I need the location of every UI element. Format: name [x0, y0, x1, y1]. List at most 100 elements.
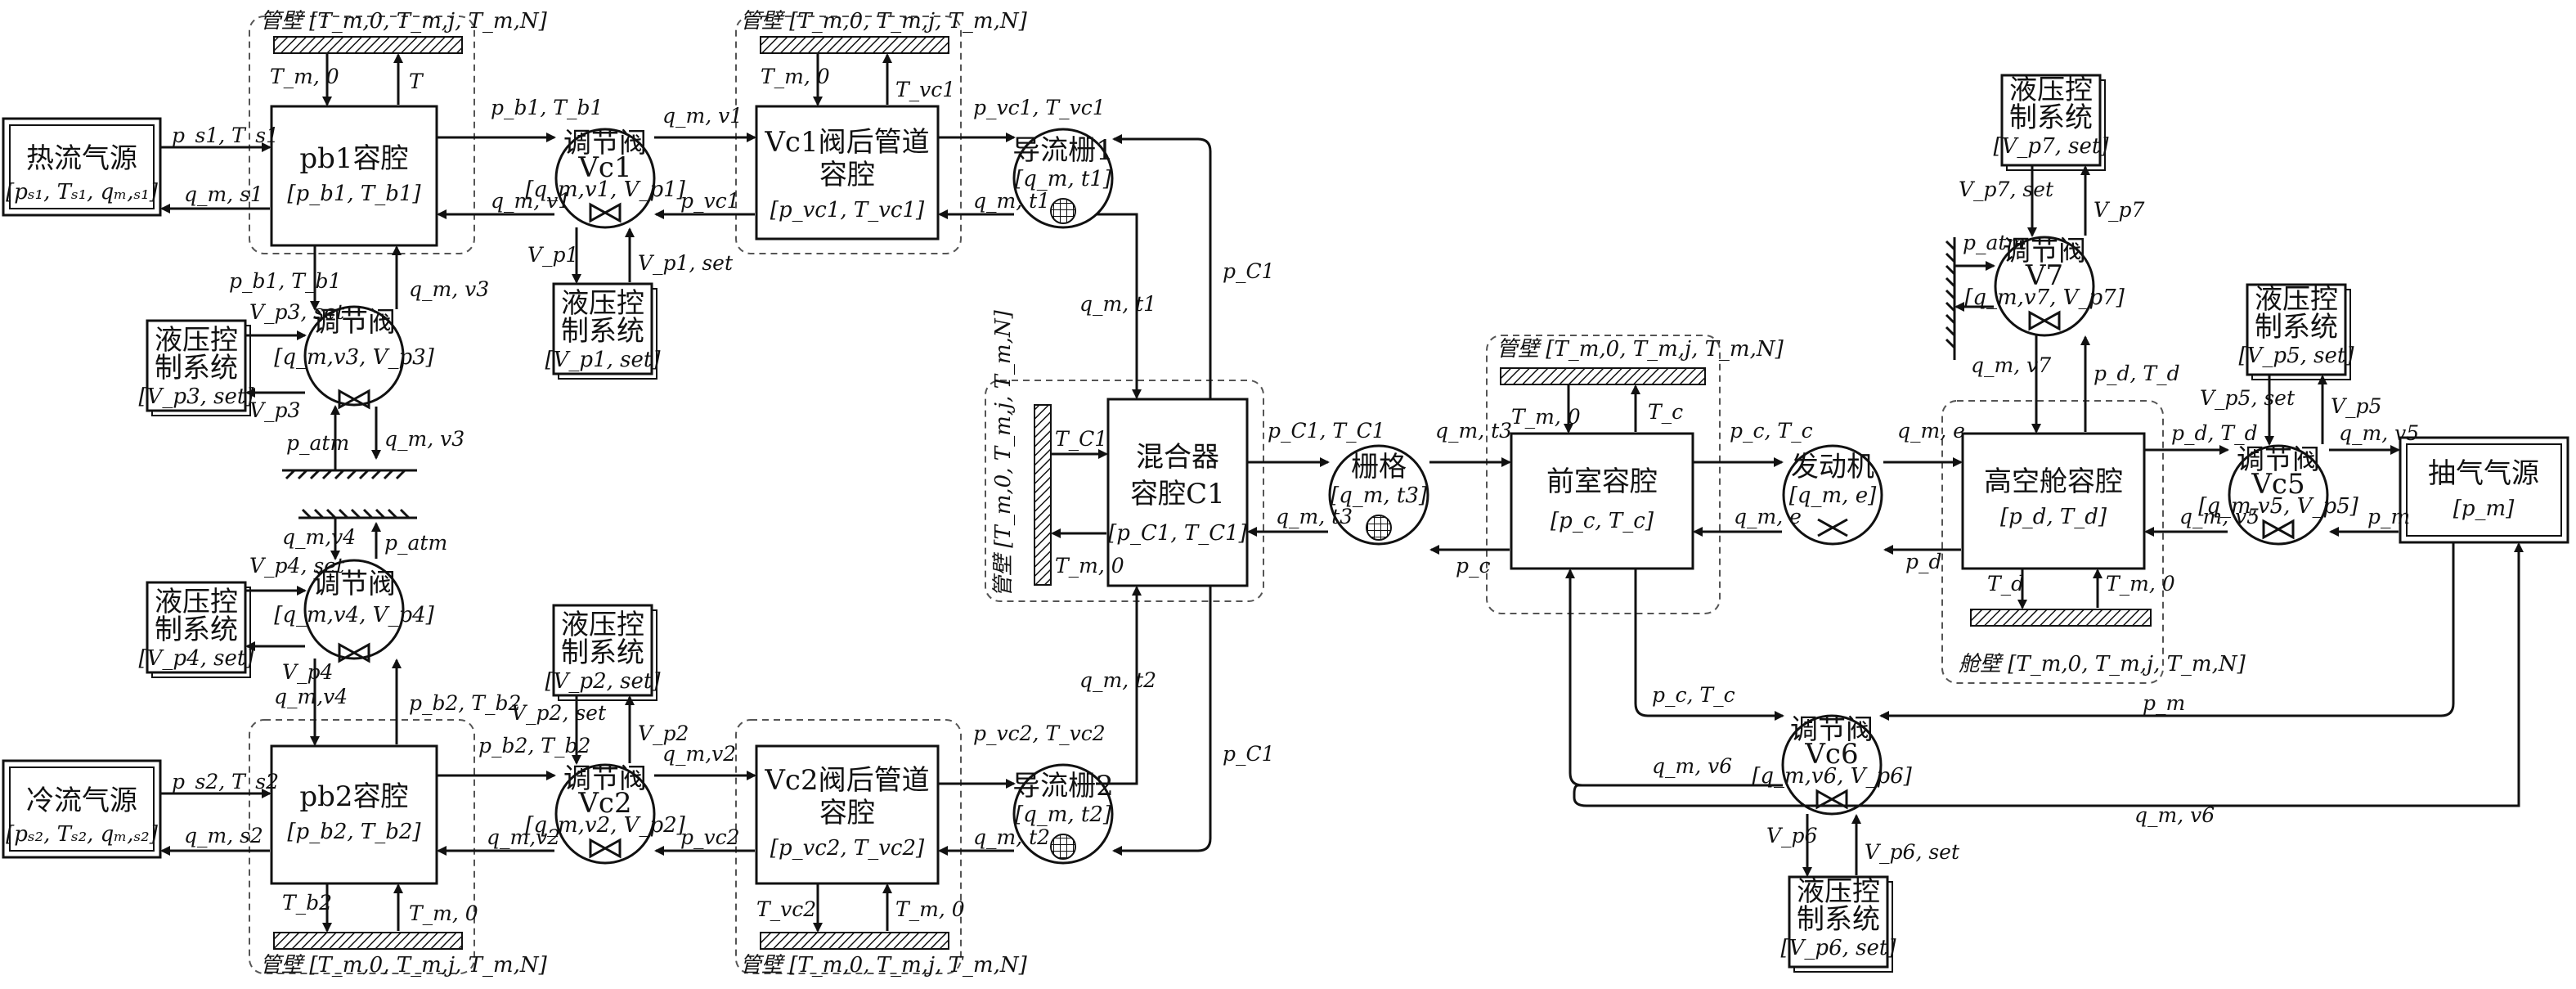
- pb2-params: [p_b2, T_b2]: [287, 820, 421, 844]
- pb1-box: [270, 105, 438, 247]
- svg-text:V_p1, set: V_p1, set: [638, 251, 734, 275]
- svg-text:T_d: T_d: [1987, 572, 2024, 596]
- svg-text:q_m,v4: q_m,v4: [274, 685, 348, 708]
- svg-text:栅格: 栅格: [1351, 451, 1407, 483]
- svg-text:p_C1: p_C1: [1223, 742, 1275, 766]
- valve-v6: 调节阀 Vc6 [q_m,v6, V_p6]: [1752, 713, 1913, 816]
- svg-text:q_m, s1: q_m, s1: [184, 182, 263, 206]
- svg-text:q_m, t1: q_m, t1: [973, 189, 1050, 213]
- svg-text:p_vc1: p_vc1: [680, 189, 740, 213]
- svg-text:q_m, v5: q_m, v5: [2339, 421, 2419, 445]
- vc2-group-outline: [735, 719, 962, 974]
- svg-text:V_p3, set: V_p3, set: [249, 300, 345, 324]
- front-wall-label: 管壁 [T_m,0, T_m,j, T_m,N]: [1497, 337, 1784, 362]
- svg-text:V_p2, set: V_p2, set: [511, 701, 607, 725]
- svg-text:[q_m, t2]: [q_m, t2]: [1015, 802, 1112, 827]
- svg-text:液压控: 液压控: [1797, 875, 1880, 908]
- valve-vc2-icon: [589, 838, 622, 859]
- valve-v7: 调节阀 V7 [q_m,v7, V_p7]: [1964, 235, 2125, 337]
- svg-text:[V_p5, set]: [V_p5, set]: [2239, 344, 2355, 368]
- svg-text:T: T: [409, 70, 424, 93]
- hydraulic-p6: 液压控 制系统 [V_p6, set]: [1781, 875, 1897, 973]
- svg-text:p_d: p_d: [1905, 550, 1942, 573]
- grille-3: 栅格 [q_m, t3]: [1328, 444, 1429, 546]
- ground-v7: [1945, 237, 1956, 360]
- svg-text:[q_m, t1]: [q_m, t1]: [1015, 167, 1112, 191]
- svg-text:p_m: p_m: [2143, 691, 2185, 715]
- svg-text:[V_p6, set]: [V_p6, set]: [1781, 936, 1897, 960]
- svg-text:p_s1, T_s1: p_s1, T_s1: [172, 124, 279, 147]
- alt-group-outline: [1941, 400, 2164, 684]
- front-params: [p_c, T_c]: [1551, 509, 1654, 533]
- svg-text:制系统: 制系统: [155, 352, 238, 384]
- svg-text:导流栅2: 导流栅2: [1012, 770, 1114, 802]
- svg-text:V_p3: V_p3: [249, 398, 300, 422]
- svg-text:V_p6, set: V_p6, set: [1865, 840, 1960, 864]
- svg-text:q_m, v1: q_m, v1: [491, 189, 571, 213]
- svg-text:液压控: 液压控: [155, 324, 238, 357]
- svg-text:V_p5, set: V_p5, set: [2200, 386, 2296, 410]
- pb1-wall: [273, 36, 463, 54]
- valve-v7-icon: [2028, 310, 2061, 331]
- front-wall: [1500, 367, 1706, 385]
- cold-source-params: [pₛ₂, Tₛ₂, qₘ,ₛ₂]: [6, 822, 159, 847]
- svg-text:制系统: 制系统: [155, 614, 238, 646]
- grille-1-icon: [1050, 198, 1076, 224]
- svg-text:q_m,v4: q_m,v4: [282, 525, 356, 549]
- svg-text:[V_p2, set]: [V_p2, set]: [545, 669, 662, 694]
- svg-text:发动机: 发动机: [1791, 451, 1874, 483]
- svg-text:调节阀: 调节阀: [312, 568, 396, 600]
- svg-text:V_p4: V_p4: [282, 660, 333, 684]
- flow-arrows: [160, 53, 2524, 933]
- svg-text:V_p7, set: V_p7, set: [1959, 178, 2054, 201]
- svg-text:T_m, 0: T_m, 0: [761, 65, 830, 88]
- svg-text:p_b1, T_b1: p_b1, T_b1: [229, 269, 341, 293]
- vc1pipe-box: [755, 105, 940, 241]
- svg-text:液压控: 液压控: [561, 609, 644, 641]
- svg-text:[q_m,v4, V_p4]: [q_m,v4, V_p4]: [274, 603, 434, 627]
- hydraulic-p2: 液压控 制系统 [V_p2, set]: [545, 604, 662, 701]
- svg-text:[q_m,v2, V_p2]: [q_m,v2, V_p2]: [525, 813, 685, 838]
- svg-text:p_atm: p_atm: [384, 531, 447, 555]
- svg-text:[V_p3, set]: [V_p3, set]: [139, 384, 255, 409]
- flow-labels: p_s1, T_s1 q_m, s1 p_s2, T_s2 q_m, s2 p_…: [172, 65, 2419, 925]
- svg-text:p_vc2: p_vc2: [680, 825, 740, 849]
- svg-text:p_c, T_c: p_c, T_c: [1652, 683, 1735, 707]
- svg-text:p_vc1, T_vc1: p_vc1, T_vc1: [973, 96, 1106, 119]
- svg-text:p_atm: p_atm: [286, 431, 349, 455]
- mixer-title1: 混合器: [1136, 441, 1219, 474]
- svg-text:T_m, 0: T_m, 0: [270, 65, 339, 88]
- svg-text:q_m, v6: q_m, v6: [1652, 754, 1732, 778]
- valve-vc1-icon: [589, 202, 622, 223]
- svg-text:制系统: 制系统: [1797, 903, 1880, 936]
- svg-text:液压控: 液压控: [2255, 283, 2338, 316]
- hydraulic-p7: 液压控 制系统 [V_p7, set]: [1994, 74, 2109, 171]
- svg-text:Vc5: Vc5: [2251, 468, 2304, 501]
- svg-text:p_b1, T_b1: p_b1, T_b1: [491, 96, 603, 119]
- mixer-wall: [1034, 404, 1052, 586]
- vc2pipe-title1: Vc2阀后管道: [764, 764, 929, 797]
- pb1-params: [p_b1, T_b1]: [287, 182, 421, 206]
- pb1-group-outline: [249, 16, 475, 254]
- svg-text:V7: V7: [2025, 259, 2063, 292]
- mixer-wall-label: 管壁 [T_m,0, T_m,j, T_m,N]: [991, 309, 1016, 597]
- svg-text:T_m, 0: T_m, 0: [409, 901, 478, 925]
- pb1-wall-label: 管壁 [T_m,0, T_m,j, T_m,N]: [260, 9, 548, 34]
- mixer-box: [1106, 398, 1249, 587]
- svg-text:q_m,v2: q_m,v2: [487, 825, 560, 849]
- svg-text:p_d, T_d: p_d, T_d: [2171, 421, 2258, 445]
- svg-text:q_m, v7: q_m, v7: [1971, 353, 2051, 377]
- hydraulic-p1: 液压控 制系统 [V_p1, set]: [545, 282, 661, 380]
- svg-text:T_vc2: T_vc2: [756, 897, 816, 921]
- engine: 发动机 [q_m, e]: [1782, 444, 1883, 546]
- engine-icon: [1817, 518, 1848, 537]
- vc1pipe-title1: Vc1阀后管道: [764, 126, 929, 159]
- svg-text:T_b2: T_b2: [282, 891, 332, 915]
- pb2-group-outline: [249, 719, 475, 974]
- front-title: 前室容腔: [1546, 465, 1658, 498]
- mixer-params: [p_C1, T_C1]: [1108, 521, 1248, 546]
- vc2-wall-label: 管壁 [T_m,0, T_m,j, T_m,N]: [740, 953, 1028, 978]
- valve-vc1: 调节阀 Vc1 [q_m,v1, V_p1]: [525, 127, 686, 229]
- svg-text:Vc1: Vc1: [577, 151, 631, 184]
- valve-v4: 调节阀 [q_m,v4, V_p4]: [274, 559, 435, 663]
